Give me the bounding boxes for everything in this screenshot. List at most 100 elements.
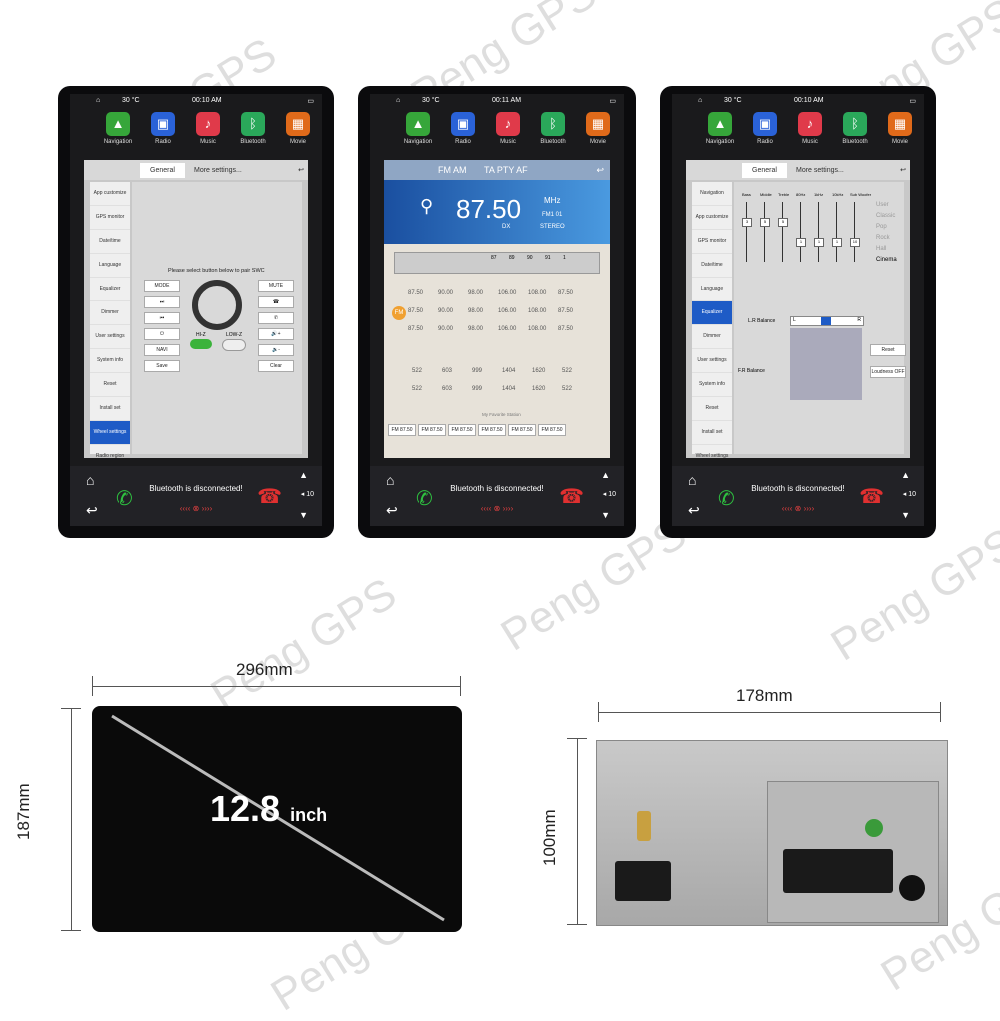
fm-preset-cell[interactable]: 108.00 xyxy=(528,290,547,296)
eq-slider[interactable] xyxy=(800,202,801,262)
swc-right-button[interactable]: Clear xyxy=(258,360,294,372)
volume-up-icon[interactable]: ▲ xyxy=(299,470,308,480)
menu-item[interactable]: Language xyxy=(90,254,130,278)
back-icon[interactable]: ↩ xyxy=(86,502,98,518)
swc-left-button[interactable]: MODE xyxy=(144,280,180,292)
fm-preset-cell[interactable]: 106.00 xyxy=(498,308,517,314)
home-icon[interactable]: ⌂ xyxy=(86,472,95,488)
app-movie[interactable]: ▦Movie xyxy=(880,112,920,145)
am-preset-cell[interactable]: 999 xyxy=(472,386,483,392)
back-icon[interactable]: ↩ xyxy=(596,165,604,175)
back-icon[interactable]: ↩ xyxy=(298,167,304,174)
preset-button[interactable]: FM 87.50 xyxy=(448,424,476,436)
fm-preset-cell[interactable]: 87.50 xyxy=(558,308,574,314)
menu-item[interactable]: User settings xyxy=(90,325,130,350)
am-preset-cell[interactable]: 1404 xyxy=(502,368,516,374)
preset-button[interactable]: FM 87.50 xyxy=(388,424,416,436)
fm-preset-cell[interactable]: 106.00 xyxy=(498,326,517,332)
eq-preset[interactable]: Classic xyxy=(876,213,896,219)
menu-item[interactable]: Date/time xyxy=(692,254,732,278)
menu-item[interactable]: User settings xyxy=(692,349,732,374)
swc-left-button[interactable]: Save xyxy=(144,360,180,372)
call-hangup-icon[interactable]: ☎ xyxy=(559,486,584,508)
am-preset-cell[interactable]: 1620 xyxy=(532,368,546,374)
am-preset-cell[interactable]: 522 xyxy=(562,386,573,392)
app-music[interactable]: ♪Music xyxy=(188,112,228,145)
fm-preset-cell[interactable]: 106.00 xyxy=(498,290,517,296)
fm-preset-cell[interactable]: 108.00 xyxy=(528,326,547,332)
menu-item[interactable]: Reset xyxy=(692,397,732,421)
volume-up-icon[interactable]: ▲ xyxy=(901,470,910,480)
menu-item[interactable]: Language xyxy=(692,278,732,302)
menu-item[interactable]: Dimmer xyxy=(90,301,130,326)
fm-preset-cell[interactable]: 108.00 xyxy=(528,308,547,314)
am-preset-cell[interactable]: 1404 xyxy=(502,386,516,392)
am-preset-cell[interactable]: 522 xyxy=(562,368,573,374)
reset-button[interactable]: Reset xyxy=(870,344,906,356)
eq-preset[interactable]: Hall xyxy=(876,246,887,252)
app-navigation[interactable]: ▲Navigation xyxy=(700,112,740,145)
fm-preset-cell[interactable]: 90.00 xyxy=(438,290,454,296)
eq-slider[interactable] xyxy=(782,202,783,262)
search-icon[interactable]: ⚲ xyxy=(420,196,434,216)
am-preset-cell[interactable]: 603 xyxy=(442,368,453,374)
preset-button[interactable]: FM 87.50 xyxy=(478,424,506,436)
eq-preset[interactable]: User xyxy=(876,202,889,208)
am-preset-cell[interactable]: 999 xyxy=(472,368,483,374)
fm-preset-cell[interactable]: 87.50 xyxy=(408,326,424,332)
menu-item[interactable]: System info xyxy=(692,373,732,398)
eq-preset[interactable]: Cinema xyxy=(876,257,897,263)
swc-left-button[interactable]: NAVI xyxy=(144,344,180,356)
menu-item[interactable]: Reset xyxy=(90,373,130,398)
eq-slider[interactable] xyxy=(854,202,855,262)
app-navigation[interactable]: ▲Navigation xyxy=(98,112,138,145)
eq-slider[interactable] xyxy=(818,202,819,262)
fm-preset-cell[interactable]: 87.50 xyxy=(408,290,424,296)
hiz-toggle[interactable] xyxy=(190,339,212,349)
app-movie[interactable]: ▦Movie xyxy=(578,112,618,145)
eq-slider[interactable] xyxy=(836,202,837,262)
app-radio[interactable]: ▣Radio xyxy=(745,112,785,145)
tab-more-settings[interactable]: More settings... xyxy=(796,167,844,174)
menu-item[interactable]: Equalizer xyxy=(90,278,130,302)
am-preset-cell[interactable]: 1620 xyxy=(532,386,546,392)
preset-button[interactable]: FM 87.50 xyxy=(538,424,566,436)
am-preset-cell[interactable]: 522 xyxy=(412,368,423,374)
swc-left-button[interactable]: ⏮ xyxy=(144,312,180,324)
menu-item[interactable]: System info xyxy=(90,349,130,374)
eq-slider[interactable] xyxy=(764,202,765,262)
swc-right-button[interactable]: ✆ xyxy=(258,312,294,324)
volume-up-icon[interactable]: ▲ xyxy=(601,470,610,480)
swc-right-button[interactable]: 🔉- xyxy=(258,344,294,356)
app-navigation[interactable]: ▲Navigation xyxy=(398,112,438,145)
home-icon[interactable]: ⌂ xyxy=(688,472,697,488)
fm-preset-cell[interactable]: 98.00 xyxy=(468,290,484,296)
call-answer-icon[interactable]: ✆ xyxy=(116,488,133,510)
back-icon[interactable]: ↩ xyxy=(900,167,906,174)
menu-item[interactable]: Dimmer xyxy=(692,325,732,350)
call-hangup-icon[interactable]: ☎ xyxy=(859,486,884,508)
back-icon[interactable]: ↩ xyxy=(386,502,398,518)
call-hangup-icon[interactable]: ☎ xyxy=(257,486,282,508)
tab-general[interactable]: General xyxy=(140,163,185,178)
home-icon[interactable]: ⌂ xyxy=(386,472,395,488)
menu-item[interactable]: Install set xyxy=(692,421,732,445)
app-music[interactable]: ♪Music xyxy=(790,112,830,145)
flags-label[interactable]: TA PTY AF xyxy=(484,165,528,175)
fm-preset-cell[interactable]: 90.00 xyxy=(438,308,454,314)
app-music[interactable]: ♪Music xyxy=(488,112,528,145)
swc-left-button[interactable]: ⏭ xyxy=(144,296,180,308)
preset-button[interactable]: FM 87.50 xyxy=(508,424,536,436)
menu-item[interactable]: GPS monitor xyxy=(90,206,130,230)
fm-preset-cell[interactable]: 98.00 xyxy=(468,308,484,314)
menu-item[interactable]: Wheel settings xyxy=(90,420,130,445)
band-label[interactable]: FM AM xyxy=(438,165,467,175)
menu-item[interactable]: Date/time xyxy=(90,230,130,254)
eq-preset[interactable]: Rock xyxy=(876,235,890,241)
swc-right-button[interactable]: ☎ xyxy=(258,296,294,308)
lowz-toggle[interactable] xyxy=(222,339,246,351)
